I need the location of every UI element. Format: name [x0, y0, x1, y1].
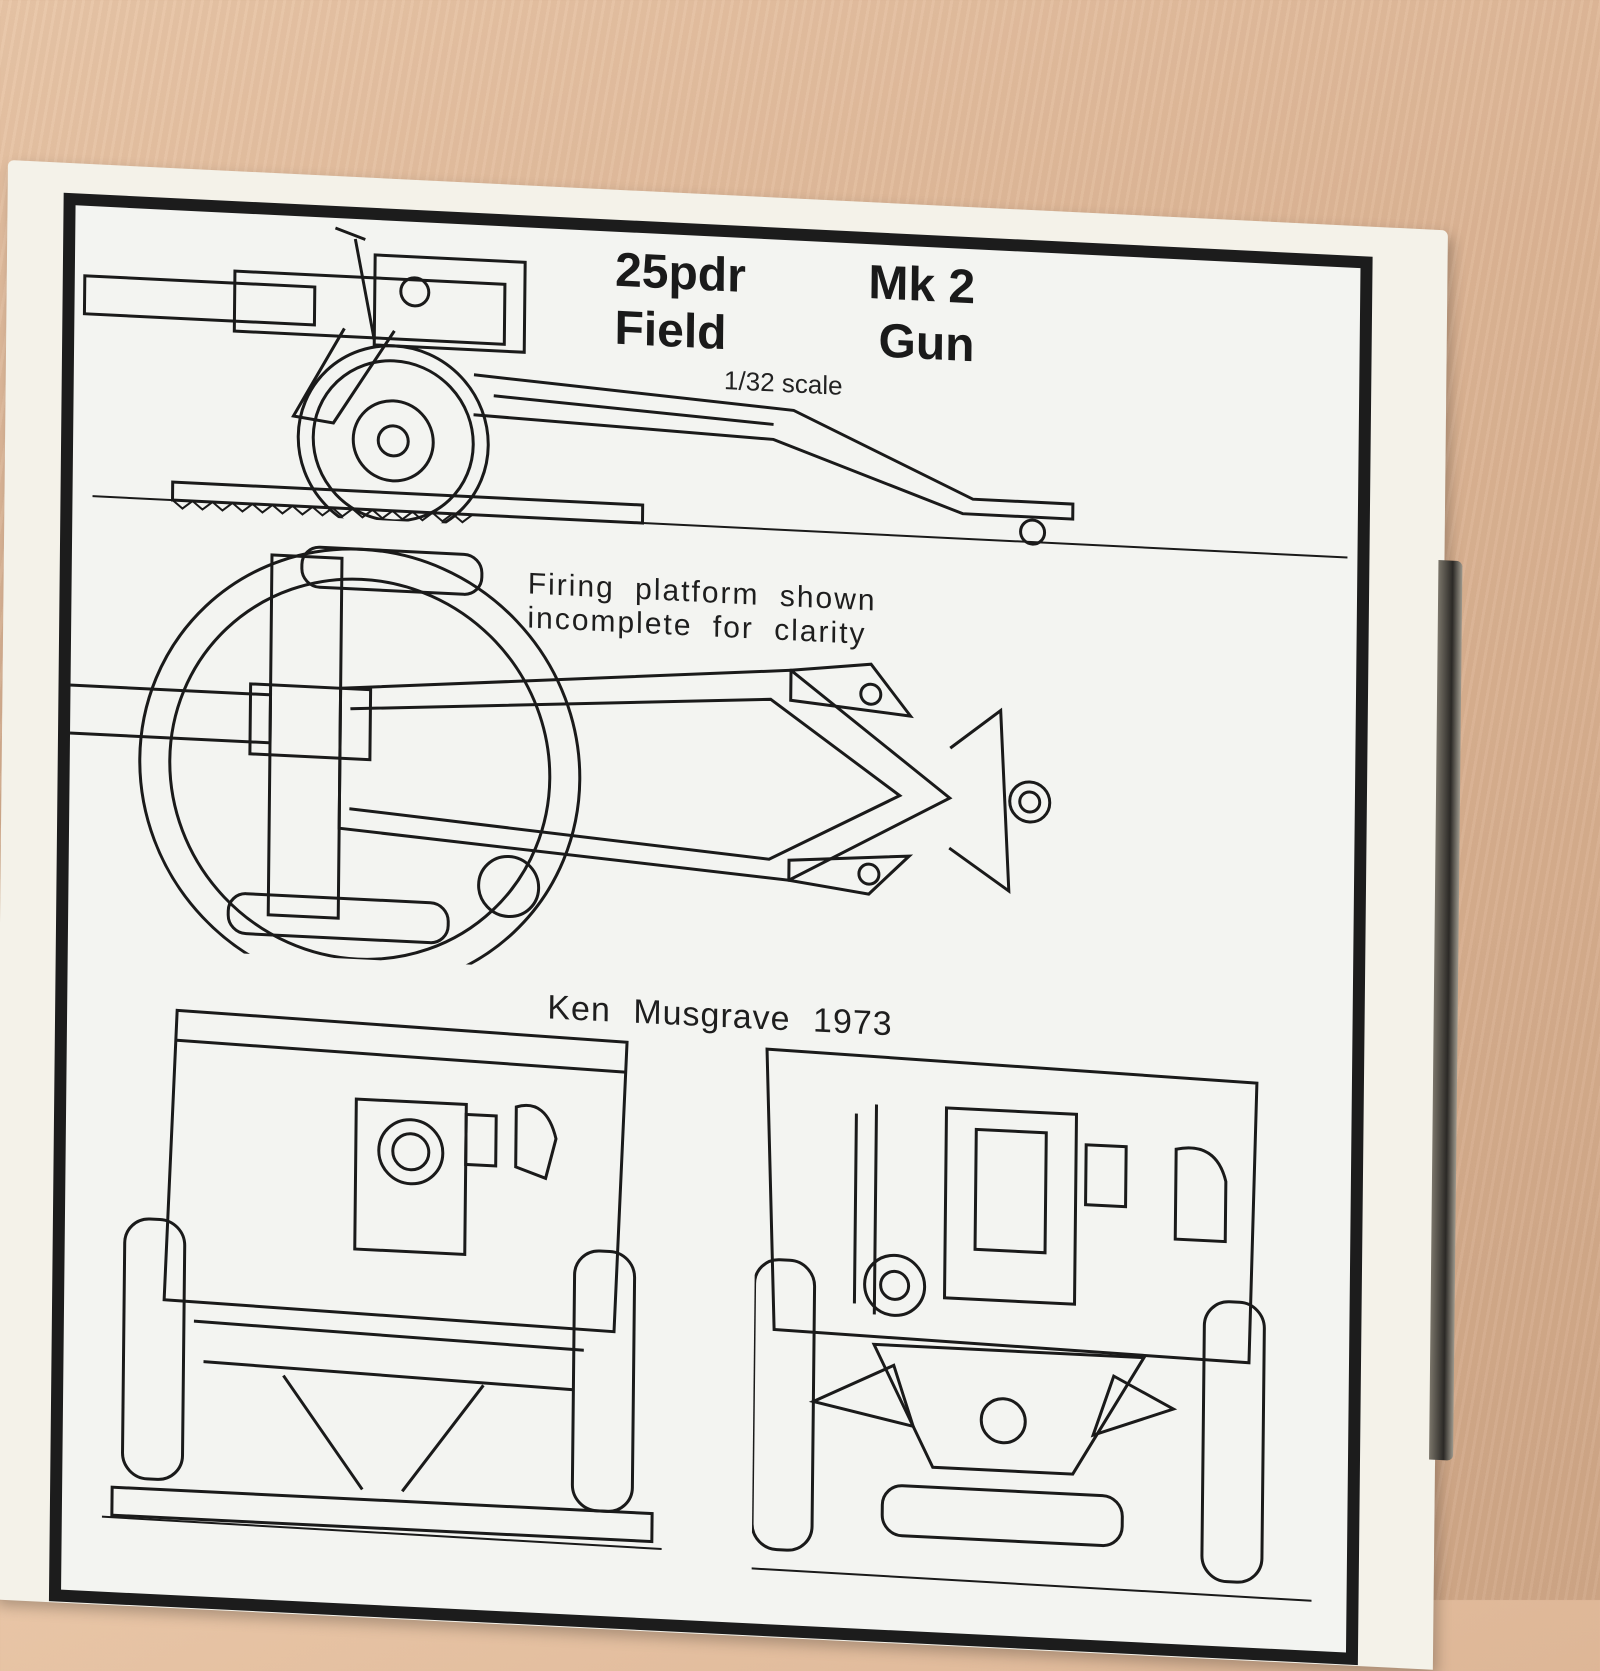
- front-view-drawing: [101, 1008, 662, 1551]
- rear-view-drawing: [751, 1047, 1312, 1602]
- instruction-booklet: 25pdr Mk 2 Field Gun 1/32 scale: [0, 160, 1463, 1670]
- side-view-drawing: [82, 226, 1348, 559]
- plan-view-drawing: [67, 545, 1052, 991]
- drawing-frame: 25pdr Mk 2 Field Gun 1/32 scale: [48, 192, 1373, 1666]
